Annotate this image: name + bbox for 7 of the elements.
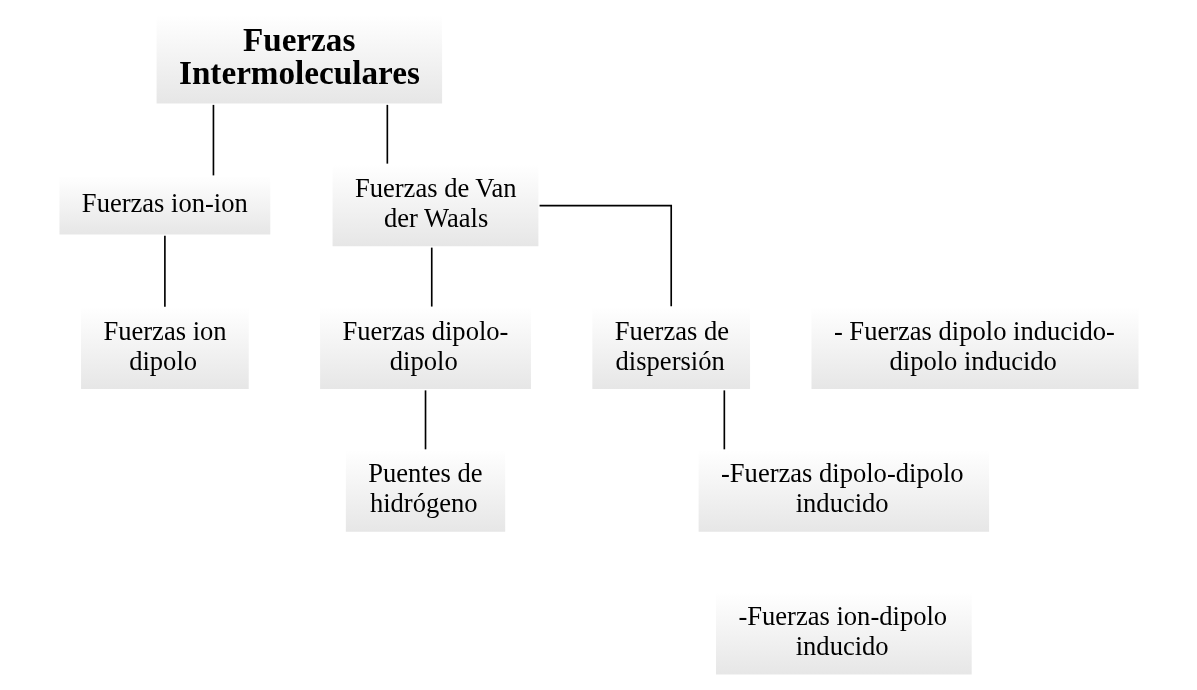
connector — [163, 235, 166, 308]
connector — [430, 246, 433, 308]
connector — [424, 389, 426, 451]
connector — [212, 104, 214, 177]
connector — [538, 204, 672, 308]
connector — [723, 389, 725, 451]
connector — [386, 104, 388, 165]
